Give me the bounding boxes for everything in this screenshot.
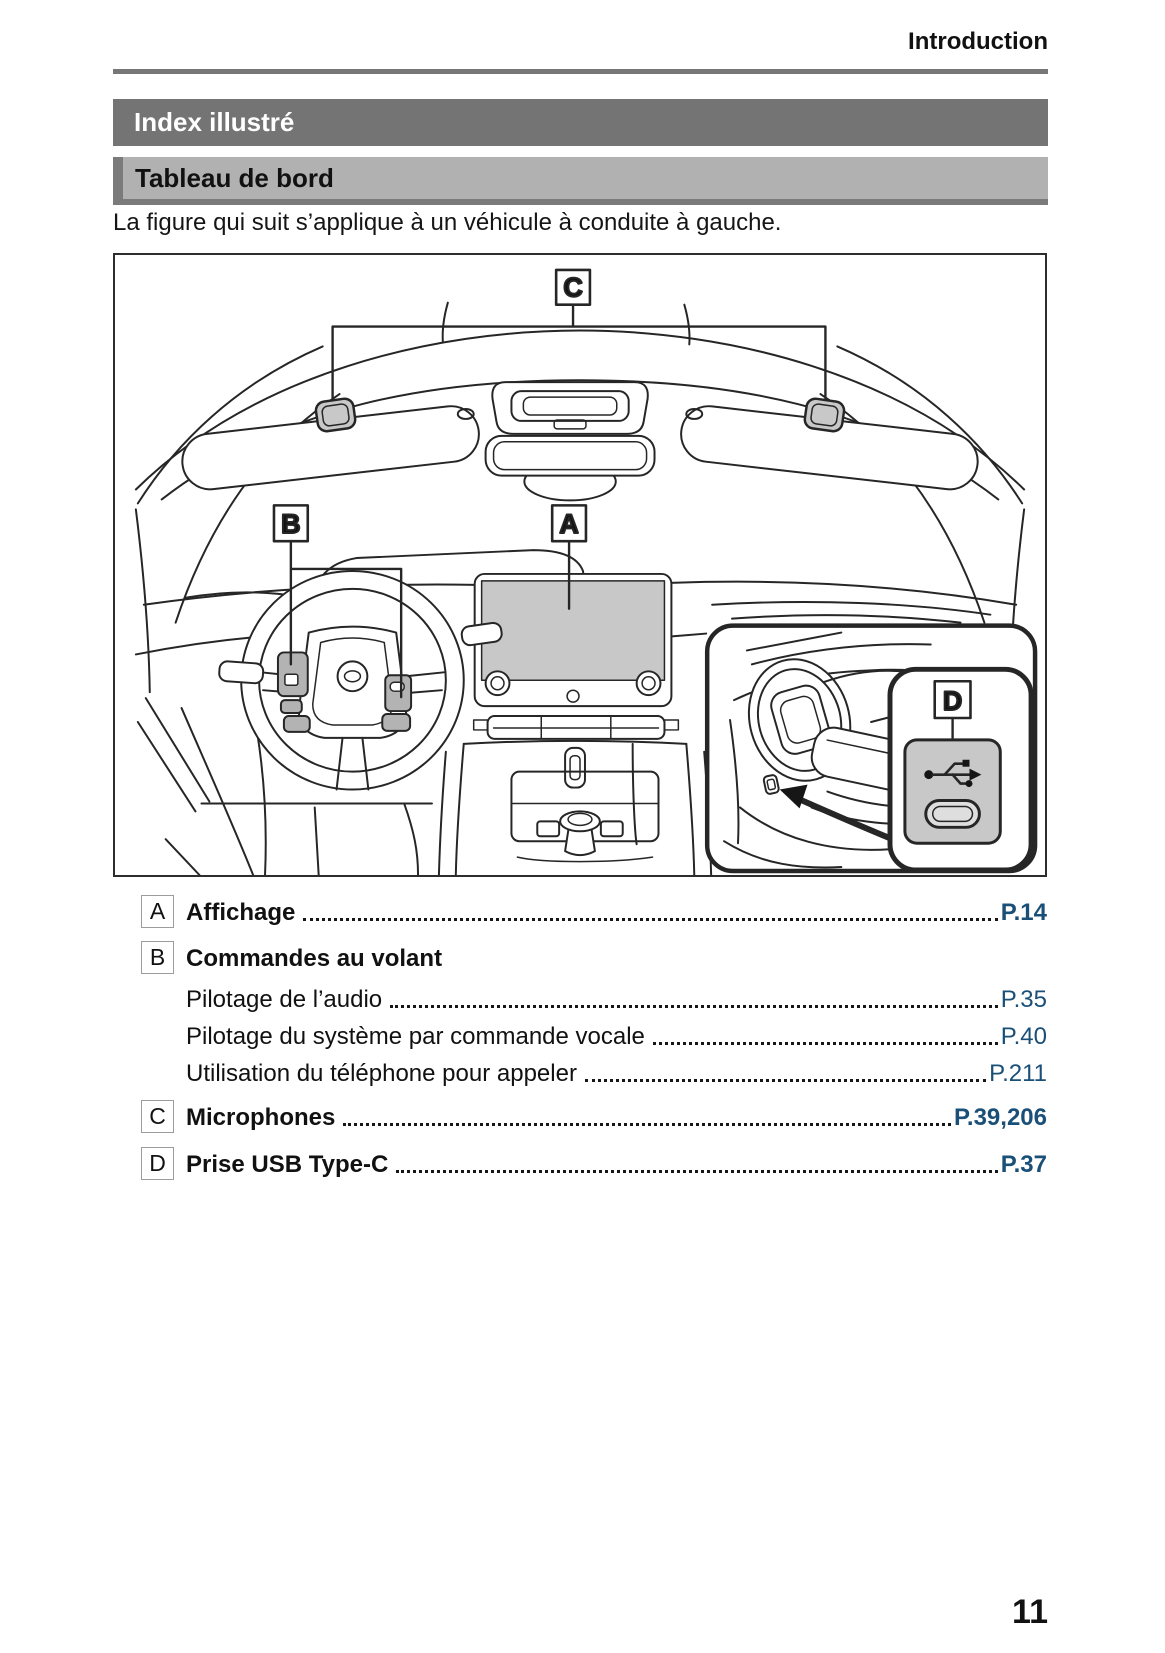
callout-box-b <box>272 504 310 543</box>
index-letter-box-c: C <box>141 1100 174 1133</box>
index-label: Prise USB Type-C <box>186 1151 389 1178</box>
index-label: Commandes au volant <box>186 945 443 972</box>
arrow-head <box>779 784 808 809</box>
callout-b: B <box>272 504 403 699</box>
touchscreen-display <box>473 572 673 708</box>
subsection-title-bar: Tableau de bord <box>113 157 1048 205</box>
index-sub-label: Pilotage du système par commande vocale <box>186 1023 645 1050</box>
index-label: Affichage <box>186 899 296 926</box>
callout-letter-a: A <box>559 509 578 539</box>
usb-type-c-port <box>924 798 981 829</box>
index-subrow-voice: Pilotage du système par commande vocale … <box>186 1022 1047 1052</box>
microphone-left <box>314 397 357 433</box>
index-letter-box-a: A <box>141 895 174 928</box>
callout-letter-b: B <box>281 509 300 539</box>
usb-detail-panel: D <box>887 666 1034 873</box>
intro-text: La figure qui suit s’applique à un véhic… <box>113 209 782 236</box>
subsection-title: Tableau de bord <box>135 163 334 193</box>
index-row-d: D Prise USB Type-C P.37 <box>141 1147 1047 1180</box>
index-sub-label: Utilisation du téléphone pour appeler <box>186 1060 577 1087</box>
index-subrow-phone: Utilisation du téléphone pour appeler P.… <box>186 1059 1047 1089</box>
usb-trident-icon <box>924 759 982 788</box>
page-reference: P.39,206 <box>954 1104 1047 1131</box>
page-number: 11 <box>1012 1593 1048 1631</box>
microphones <box>314 397 846 433</box>
running-header: Introduction <box>908 28 1048 55</box>
dashboard-figure: D C A <box>113 253 1047 877</box>
rearview-mirror-assembly <box>484 381 656 502</box>
steering-wheel-switches <box>276 651 413 733</box>
dashboard-illustration: D C A <box>134 268 1038 875</box>
index-label: Microphones <box>186 1104 336 1131</box>
dot-leader <box>584 1077 987 1082</box>
index-row-b: B Commandes au volant <box>141 941 1047 974</box>
section-title-bar: Index illustré <box>113 99 1048 146</box>
callout-c: C <box>331 268 827 400</box>
callout-box-a <box>550 504 588 543</box>
dot-leader <box>303 916 998 921</box>
dot-leader <box>390 1003 998 1008</box>
dot-leader <box>396 1168 998 1173</box>
index-letter-box-d: D <box>141 1147 174 1180</box>
index-row-a: A Affichage P.14 <box>141 895 1047 928</box>
index-letter-box-b: B <box>141 941 174 974</box>
section-title: Index illustré <box>134 107 295 137</box>
dot-leader <box>343 1121 951 1126</box>
header-rule <box>113 69 1048 74</box>
callout-letter-c: C <box>563 273 582 303</box>
index-row-c: C Microphones P.39,206 <box>141 1100 1047 1133</box>
page-reference: P.35 <box>1000 986 1047 1013</box>
index-sub-label: Pilotage de l’audio <box>186 986 383 1013</box>
callout-box-d <box>933 679 972 720</box>
page-reference: P.211 <box>989 1060 1047 1087</box>
driver-side-lines <box>136 697 433 875</box>
dot-leader <box>652 1040 998 1045</box>
microphone-right <box>803 397 846 433</box>
page-reference: P.37 <box>1000 1151 1047 1178</box>
center-console <box>437 715 713 875</box>
usb-port-location <box>762 774 780 795</box>
callout-letter-d: D <box>943 686 962 716</box>
index-subrow-audio: Pilotage de l’audio P.35 <box>186 985 1047 1015</box>
callout-box-c <box>554 268 592 306</box>
page-reference: P.14 <box>1000 899 1047 926</box>
callout-a: A <box>550 504 588 610</box>
page-reference: P.40 <box>1000 1023 1047 1050</box>
